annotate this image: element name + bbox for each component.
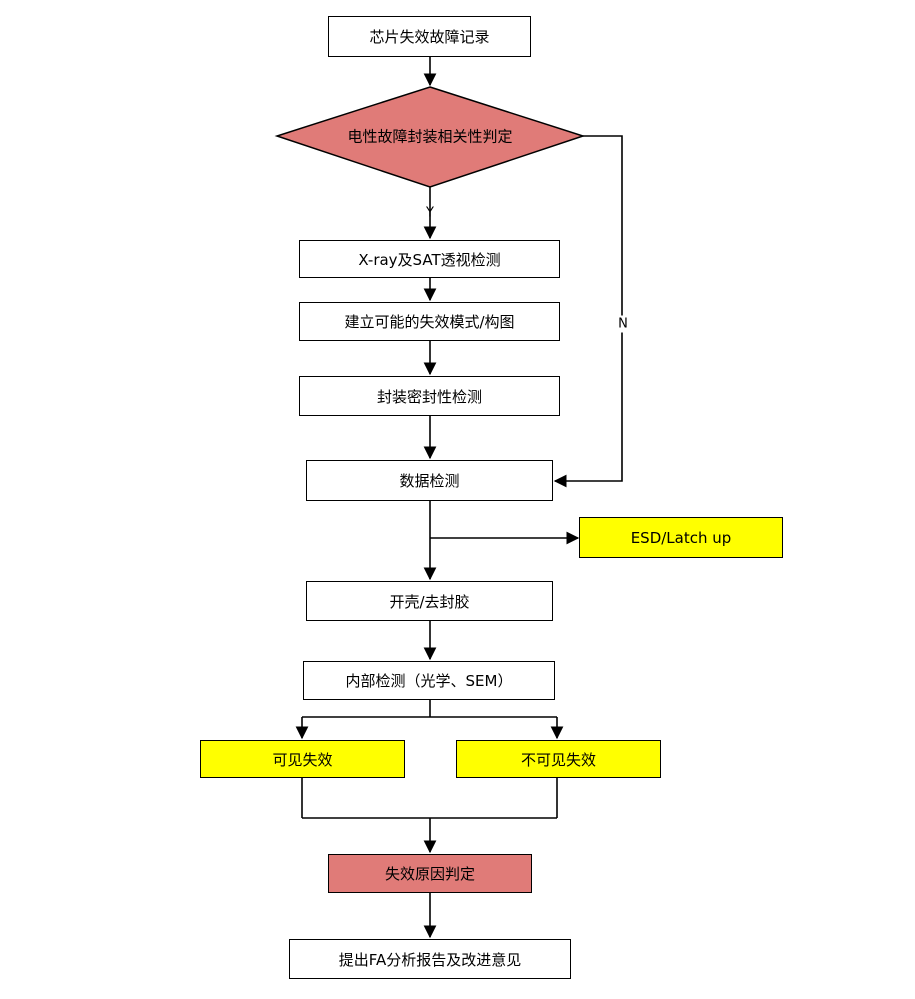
node-seal: 封装密封性检测: [299, 376, 560, 416]
node-decap: 开壳/去封胶: [306, 581, 553, 621]
node-xray: X-ray及SAT透视检测: [299, 240, 560, 278]
node-internal: 内部检测（光学、SEM）: [303, 661, 555, 700]
node-record: 芯片失效故障记录: [328, 16, 531, 57]
edge-decision-data-no: [553, 135, 623, 488]
node-report: 提出FA分析报告及改进意见: [289, 939, 571, 979]
node-cause: 失效原因判定: [328, 854, 532, 893]
edge-label-yes: Y: [426, 205, 434, 221]
node-mode: 建立可能的失效模式/构图: [299, 302, 560, 341]
node-decision-label: 电性故障封装相关性判定: [347, 127, 513, 146]
edge-label-no: N: [616, 315, 630, 333]
node-esd: ESD/Latch up: [579, 517, 783, 558]
node-data: 数据检测: [306, 460, 553, 501]
node-visible: 可见失效: [200, 740, 405, 778]
node-invisible: 不可见失效: [456, 740, 661, 778]
